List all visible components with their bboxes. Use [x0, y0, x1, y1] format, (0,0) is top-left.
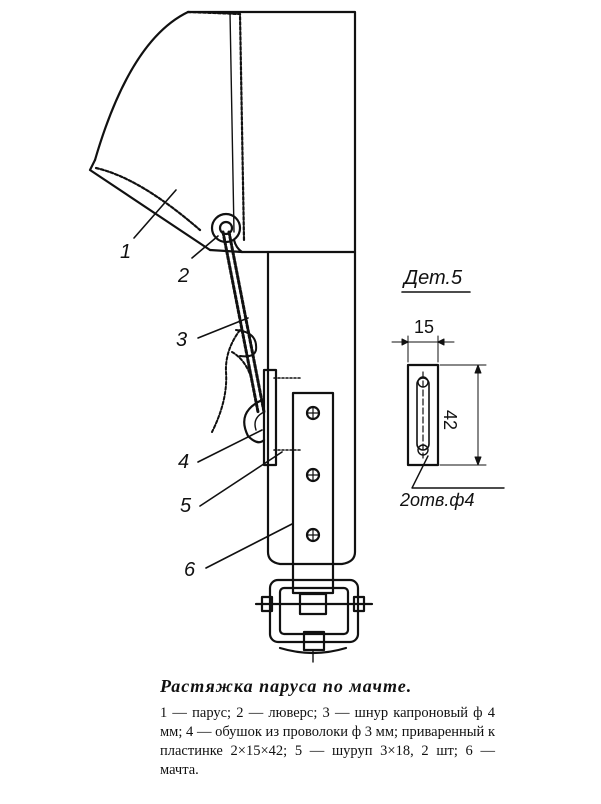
screws: [273, 377, 301, 451]
hinge-bar: [291, 391, 335, 595]
eyelet-plate: [243, 368, 278, 467]
leader-6: [205, 523, 293, 569]
caption-body: 1 — парус; 2 — люверс; 3 — шнур капронов…: [160, 705, 495, 778]
rope: [211, 230, 266, 433]
mast: [266, 250, 357, 566]
leader-2: [191, 235, 219, 259]
leader-1: [133, 189, 177, 239]
label-3: 3: [176, 329, 187, 351]
leader-4: [197, 429, 263, 463]
leader-lines: [133, 189, 293, 569]
label-4: 4: [178, 451, 189, 473]
label-2: 2: [177, 265, 189, 287]
label-5: 5: [180, 495, 192, 517]
detail-title: Дет.5: [402, 267, 463, 289]
caption-title: Растяжка паруса по мачте.: [160, 676, 413, 696]
detail-width-dim: 15: [414, 317, 434, 337]
leader-5: [199, 451, 283, 507]
detail-holes-note: 2отв.ф4: [399, 490, 474, 510]
label-1: 1: [120, 241, 131, 263]
label-6: 6: [184, 559, 196, 581]
bolt-clamp: [254, 578, 374, 663]
detail-height-dim: 42: [440, 410, 460, 430]
leader-3: [197, 317, 249, 339]
detail-5-drawing: [391, 291, 505, 489]
sail: [88, 10, 357, 254]
